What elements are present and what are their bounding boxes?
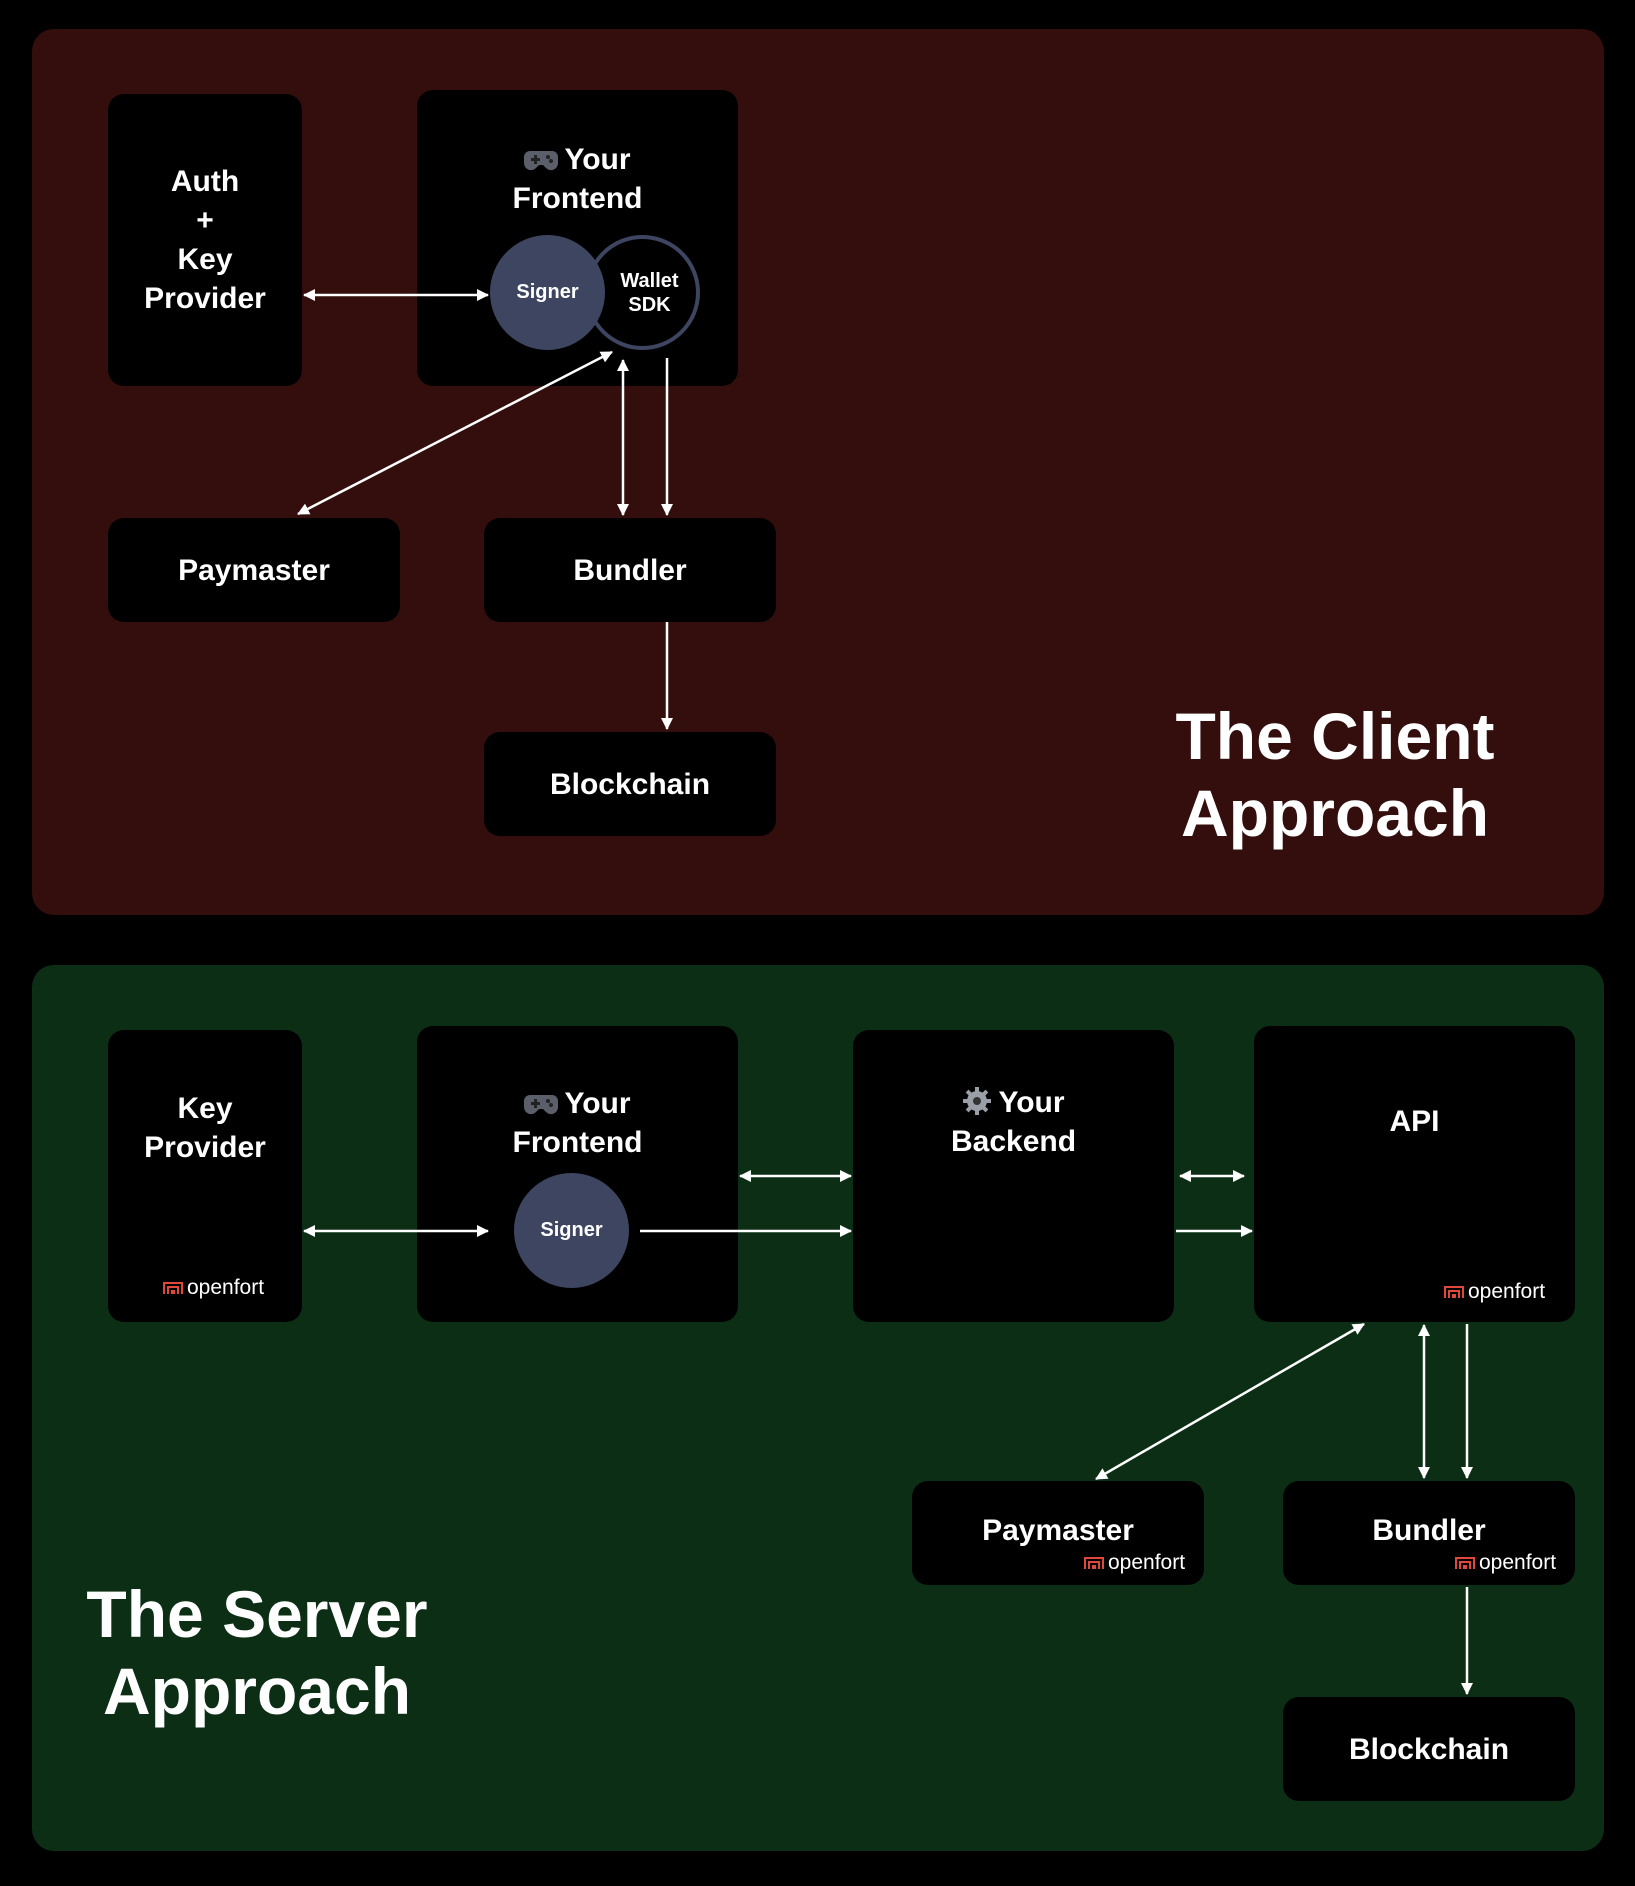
gear-icon xyxy=(962,1086,992,1126)
auth-label: Auth xyxy=(170,165,240,198)
client-signer-label: Signer xyxy=(516,281,579,303)
client-frontend-title: Your xyxy=(417,140,738,183)
brand-text: openfort xyxy=(1468,1280,1546,1303)
client-approach-title: The Client Approach xyxy=(1140,698,1530,852)
client-frontend-box: Your Frontend xyxy=(417,90,738,386)
openfort-logo-icon xyxy=(1084,1557,1104,1569)
brand-text: openfort xyxy=(1108,1551,1186,1574)
server-bundler-label: Bundler xyxy=(1372,1514,1486,1547)
server-bundler-box: Bundler openfort xyxy=(1283,1481,1575,1585)
backend-box: Your Backend xyxy=(853,1030,1174,1322)
api-label: API xyxy=(1389,1105,1440,1138)
openfort-logo-icon xyxy=(163,1282,183,1294)
bundler-brand: openfort xyxy=(1455,1551,1556,1575)
openfort-logo-icon xyxy=(1455,1557,1475,1569)
brand-text: openfort xyxy=(1479,1551,1557,1574)
server-paymaster-box: Paymaster openfort xyxy=(912,1481,1204,1585)
server-signer-circle: Signer xyxy=(514,1173,629,1288)
openfort-logo-icon xyxy=(1444,1286,1464,1298)
server-signer-label: Signer xyxy=(540,1219,603,1241)
plus-label: + xyxy=(196,204,214,237)
provider-label: Provider xyxy=(144,282,266,315)
client-paymaster-label: Paymaster xyxy=(178,553,330,587)
auth-key-provider-box: Auth + Key Provider xyxy=(108,94,302,386)
client-bundler-label: Bundler xyxy=(573,553,687,587)
server-provider-label: Provider xyxy=(144,1131,266,1164)
client-frontend-your: Your xyxy=(564,143,631,176)
sdk-label: SDK xyxy=(628,293,671,316)
backend-name: Backend xyxy=(950,1125,1077,1158)
key-provider-box: Key Provider openfort xyxy=(108,1030,302,1322)
server-frontend-title: Your xyxy=(417,1084,738,1127)
client-bundler-box: Bundler xyxy=(484,518,776,622)
client-frontend-name: Frontend xyxy=(512,182,643,215)
server-paymaster-label: Paymaster xyxy=(982,1514,1134,1547)
server-blockchain-box: Blockchain xyxy=(1283,1697,1575,1801)
brand-text: openfort xyxy=(187,1276,265,1299)
gamepad-icon xyxy=(524,144,559,183)
backend-your: Your xyxy=(998,1086,1065,1119)
server-approach-title: The Server Approach xyxy=(62,1576,452,1730)
server-frontend-your: Your xyxy=(564,1087,631,1120)
client-title-line1: The Client xyxy=(1175,699,1495,773)
server-frontend-name: Frontend xyxy=(512,1126,643,1159)
client-blockchain-box: Blockchain xyxy=(484,732,776,836)
client-title-line2: Approach xyxy=(1180,776,1490,850)
paymaster-brand: openfort xyxy=(1084,1551,1185,1575)
client-paymaster-box: Paymaster xyxy=(108,518,400,622)
gamepad-icon xyxy=(524,1088,559,1127)
client-signer-circle: Signer xyxy=(490,235,605,350)
server-key-label: Key xyxy=(177,1092,233,1125)
key-label: Key xyxy=(177,243,233,276)
api-box: API openfort xyxy=(1254,1026,1575,1322)
server-title-line1: The Server xyxy=(86,1577,428,1651)
wallet-label: Wallet xyxy=(620,269,679,292)
api-brand: openfort xyxy=(1444,1280,1545,1304)
server-title-line2: Approach xyxy=(102,1654,412,1728)
client-blockchain-label: Blockchain xyxy=(549,767,711,801)
key-provider-brand: openfort xyxy=(163,1276,264,1300)
backend-title: Your xyxy=(853,1083,1174,1126)
server-blockchain-label: Blockchain xyxy=(1348,1732,1510,1766)
